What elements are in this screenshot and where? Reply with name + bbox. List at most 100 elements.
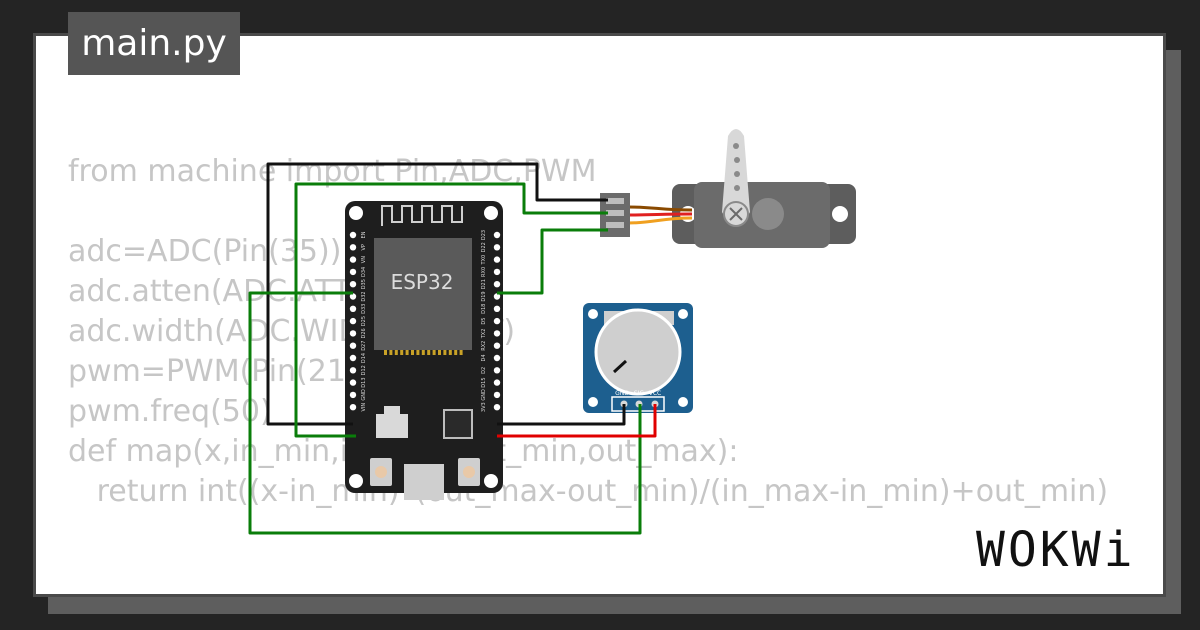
- pin-hole-right-rx0[interactable]: [493, 268, 501, 276]
- pin-label-left: D13: [361, 377, 367, 387]
- module-pad: [454, 350, 458, 355]
- module-pad: [443, 350, 447, 355]
- potentiometer[interactable]: GND SIG VCC: [583, 303, 693, 413]
- esp32-board[interactable]: ENVPVND34D35D32D33D25D26D27D14D12D13GNDV…: [345, 201, 503, 500]
- pin-hole-left-gnd[interactable]: [349, 391, 357, 399]
- pin-label-left: VN: [361, 256, 367, 263]
- wire-green-servo-power[interactable]: [294, 182, 608, 438]
- pin-label-right: GND: [481, 389, 487, 401]
- servo-motor[interactable]: [672, 129, 856, 248]
- pin-label-right: D18: [481, 304, 487, 314]
- module-pad: [416, 350, 420, 355]
- pin-label-right: RX2: [481, 341, 487, 351]
- module-pad: [405, 350, 409, 355]
- file-tab-main-py[interactable]: main.py: [68, 12, 240, 75]
- module-pad: [400, 350, 404, 355]
- pin-label-left: D35: [361, 279, 367, 289]
- pin-hole-left-vn[interactable]: [349, 256, 357, 263]
- wire-green-pwm[interactable]: [497, 228, 608, 295]
- pin-hole-left-d25[interactable]: [349, 317, 357, 325]
- pin-hole-left-d12[interactable]: [349, 367, 357, 374]
- module-pad: [411, 350, 414, 355]
- pin-label-right: D15: [481, 377, 487, 387]
- pin-label-left: D27: [361, 341, 367, 351]
- pin-hole-right-d18[interactable]: [493, 305, 501, 312]
- potentiometer-knob[interactable]: [594, 308, 682, 396]
- pin-hole-left-d14[interactable]: [349, 354, 357, 362]
- pin-hole-right-gnd[interactable]: [493, 391, 501, 399]
- pin-label-left: D25: [361, 316, 367, 326]
- pin-hole-left-vp[interactable]: [349, 244, 357, 251]
- module-pad: [432, 350, 436, 355]
- pin-label-right: D23: [481, 230, 487, 240]
- pin-hole-right-3v3[interactable]: [493, 404, 501, 411]
- pin-hole-left-d13[interactable]: [349, 379, 357, 386]
- pin-hole-right-tx2[interactable]: [493, 330, 501, 337]
- pin-label-left: EN: [361, 231, 367, 238]
- pin-label-right: 3V3: [481, 402, 487, 412]
- usb-connector: [404, 464, 444, 500]
- pin-label-left: GND: [361, 389, 367, 401]
- wokwi-logo: WOKWi: [976, 522, 1136, 578]
- pot-pin-label: SIG: [634, 390, 645, 397]
- pin-label-right: TX0: [481, 255, 487, 266]
- pin-hole-right-d5[interactable]: [493, 317, 501, 325]
- pin-hole-right-tx0[interactable]: [493, 256, 501, 263]
- pin-hole-right-d2[interactable]: [493, 367, 501, 374]
- pin-hole-left-d26[interactable]: [349, 330, 357, 337]
- voltage-regulator: [376, 414, 408, 438]
- pin-label-right: RX0: [481, 267, 487, 277]
- wires: [248, 162, 657, 535]
- pin-hole-right-d23[interactable]: [493, 231, 501, 239]
- pin-label-right: D4: [481, 354, 487, 361]
- servo-horn: [722, 129, 750, 225]
- module-pad: [448, 350, 452, 355]
- pin-label-left: D33: [361, 304, 367, 314]
- module-pad: [421, 350, 425, 355]
- wire-black-pot-gnd[interactable]: [497, 404, 626, 426]
- pin-label-right: TX2: [481, 329, 487, 340]
- pin-hole-right-rx2[interactable]: [493, 342, 501, 349]
- wire-green-signal[interactable]: [248, 291, 642, 535]
- module-pad: [459, 350, 463, 355]
- pin-hole-left-d34[interactable]: [349, 268, 357, 276]
- pin-hole-left-en[interactable]: [349, 231, 357, 239]
- pin-label-right: D22: [481, 242, 487, 252]
- pin-hole-right-d4[interactable]: [493, 354, 501, 362]
- pin-label-right: D19: [481, 291, 487, 301]
- pot-pin-label: GND: [615, 390, 629, 397]
- pin-hole-right-d15[interactable]: [493, 379, 501, 386]
- pin-hole-left-d35[interactable]: [349, 281, 357, 288]
- module-pad: [389, 350, 393, 355]
- usb-chip: [443, 409, 473, 439]
- pin-label-left: D32: [361, 291, 367, 301]
- pin-label-right: D2: [481, 367, 487, 374]
- pin-hole-right-d21[interactable]: [493, 281, 501, 288]
- pin-hole-left-d32[interactable]: [349, 293, 357, 300]
- module-pad: [394, 350, 398, 355]
- pin-label-left: D12: [361, 365, 367, 375]
- module-pad: [384, 350, 387, 355]
- pin-hole-left-d33[interactable]: [349, 305, 357, 312]
- module-pad: [438, 350, 441, 355]
- pin-label-left: D14: [361, 353, 367, 363]
- pin-label-right: D21: [481, 279, 487, 289]
- wire-black-servo[interactable]: [266, 162, 608, 426]
- module-pad: [427, 350, 431, 355]
- pin-label-left: VIN: [361, 403, 367, 412]
- pin-hole-right-d22[interactable]: [493, 244, 501, 251]
- code-line: pwm=PWM(Pin(21)): [68, 354, 370, 389]
- pot-pin-label: VCC: [649, 390, 661, 397]
- antenna-trace: [381, 205, 463, 226]
- pin-label-left: D26: [361, 328, 367, 338]
- wire-red-pot-vcc[interactable]: [497, 404, 657, 438]
- pin-hole-right-d19[interactable]: [493, 293, 501, 300]
- pin-label-left: VP: [361, 244, 367, 250]
- code-line: pwm.freq(50): [68, 394, 272, 429]
- pin-label-right: D5: [481, 318, 487, 325]
- esp32-module: [374, 238, 472, 350]
- esp32-label: ESP32: [391, 270, 454, 294]
- pin-hole-left-vin[interactable]: [349, 404, 357, 411]
- pin-hole-left-d27[interactable]: [349, 342, 357, 349]
